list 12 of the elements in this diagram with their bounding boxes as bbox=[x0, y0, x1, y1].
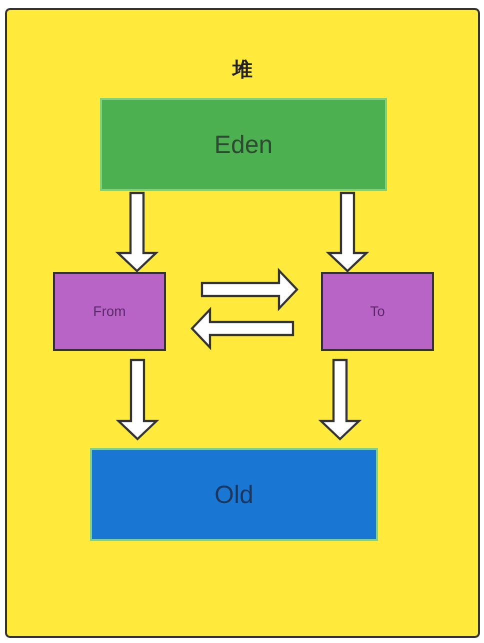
region-box: To bbox=[321, 272, 434, 351]
container-box bbox=[5, 8, 480, 638]
box-title: 堆 bbox=[232, 58, 252, 82]
region-box: Old bbox=[90, 448, 378, 541]
block-arrow bbox=[318, 358, 362, 441]
block-arrow bbox=[116, 358, 160, 441]
block-arrow bbox=[326, 192, 370, 273]
block-arrow bbox=[115, 192, 159, 273]
region-box: From bbox=[53, 272, 166, 351]
region-box: Eden bbox=[100, 98, 387, 191]
block-arrow bbox=[200, 268, 299, 312]
block-arrow bbox=[190, 306, 294, 350]
